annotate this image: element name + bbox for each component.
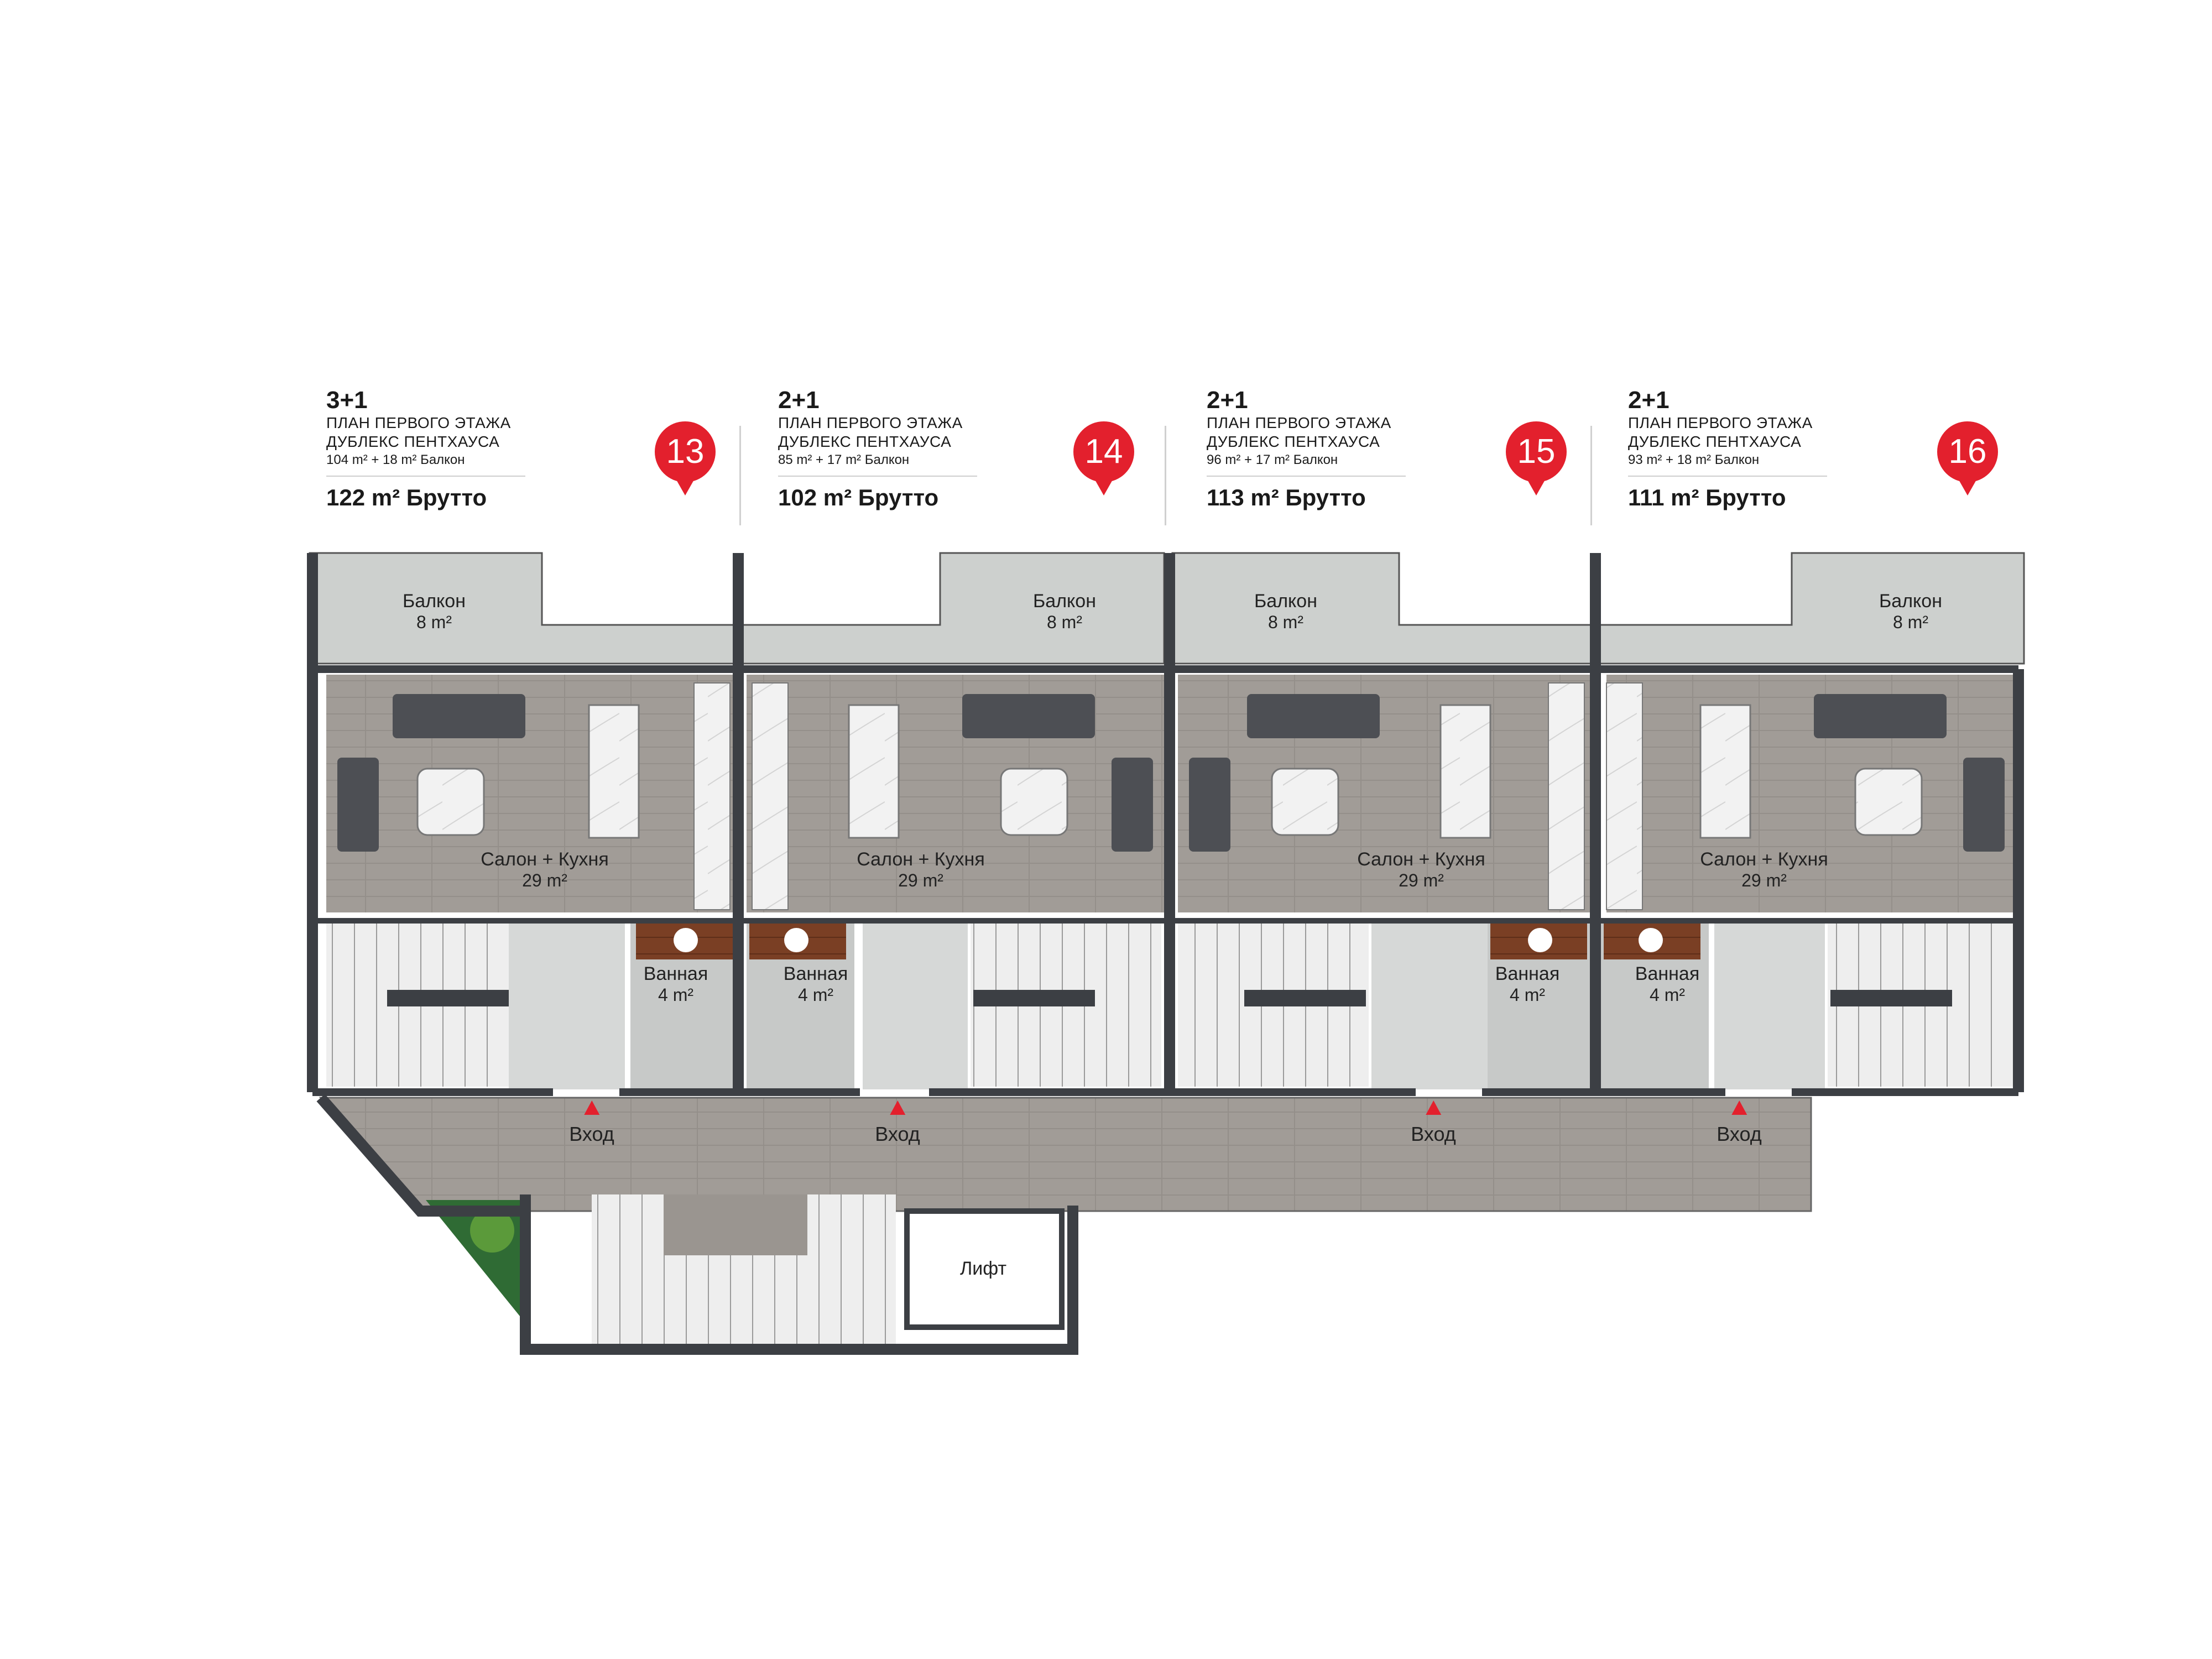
unit-13-header: 3+1 ПЛАН ПЕРВОГО ЭТАЖА ДУБЛЕКС ПЕНТХАУСА…	[326, 387, 713, 511]
entry-16[interactable]: Вход	[1717, 1100, 1762, 1146]
staircases	[326, 921, 2013, 1087]
plan-subtitle: ДУБЛЕКС ПЕНТХАУСА	[778, 433, 952, 450]
header-separator	[1165, 426, 1166, 525]
unit-gross: 102 m² Брутто	[778, 484, 939, 510]
unit-15-header: 2+1 ПЛАН ПЕРВОГО ЭТАЖА ДУБЛЕКС ПЕНТХАУСА…	[1207, 387, 1594, 511]
entry-13[interactable]: Вход	[569, 1100, 614, 1146]
unit-type: 2+1	[778, 387, 820, 414]
living-floors	[326, 675, 2016, 912]
plan-subtitle: ДУБЛЕКС ПЕНТХАУСА	[1628, 433, 1802, 450]
unit-type: 2+1	[1207, 387, 1248, 414]
balcony-15	[1171, 552, 1594, 665]
entry-15[interactable]: Вход	[1411, 1100, 1456, 1146]
lift-shaft	[904, 1208, 1065, 1330]
salon-floor-16	[1606, 675, 2016, 912]
plan-title: ПЛАН ПЕРВОГО ЭТАЖА	[1207, 414, 1391, 431]
balcony-14	[740, 552, 1165, 665]
unit-number-pin-14[interactable]: 14	[1073, 421, 1134, 495]
unit-gross: 111 m² Брутто	[1628, 484, 1786, 510]
furniture	[337, 682, 2005, 910]
balconies	[309, 552, 2025, 665]
entry-arrow-icon	[1425, 1100, 1441, 1115]
entry-arrow-icon	[889, 1100, 905, 1115]
hall-16	[1714, 918, 1825, 1089]
unit-gross: 122 m² Брутто	[326, 484, 487, 510]
unit-area: 93 m² + 18 m² Балкон	[1628, 451, 1827, 477]
unit-number-pin-15[interactable]: 15	[1506, 421, 1567, 495]
unit-area: 104 m² + 18 m² Балкон	[326, 451, 525, 477]
lift-label: Лифт	[959, 1258, 1007, 1279]
balcony-16	[1597, 552, 2025, 665]
entry-14[interactable]: Вход	[875, 1100, 920, 1146]
plan-subtitle: ДУБЛЕКС ПЕНТХАУСА	[1207, 433, 1380, 450]
unit-type: 2+1	[1628, 387, 1670, 414]
unit-14-header: 2+1 ПЛАН ПЕРВОГО ЭТАЖА ДУБЛЕКС ПЕНТХАУСА…	[778, 387, 1165, 511]
unit-gross: 113 m² Брутто	[1207, 484, 1366, 510]
header-separator	[1590, 426, 1592, 525]
unit-16-header: 2+1 ПЛАН ПЕРВОГО ЭТАЖА ДУБЛЕКС ПЕНТХАУСА…	[1628, 387, 2015, 511]
entry-arrow-icon	[1731, 1100, 1747, 1115]
hall-13	[509, 918, 625, 1089]
hall-15	[1371, 918, 1488, 1089]
plan-title: ПЛАН ПЕРВОГО ЭТАЖА	[1628, 414, 1813, 431]
header-separator	[739, 426, 741, 525]
plan-title: ПЛАН ПЕРВОГО ЭТАЖА	[326, 414, 511, 431]
plan-subtitle: ДУБЛЕКС ПЕНТХАУСА	[326, 433, 500, 450]
plan-title: ПЛАН ПЕРВОГО ЭТАЖА	[778, 414, 963, 431]
unit-area: 96 m² + 17 m² Балкон	[1207, 451, 1406, 477]
unit-number-pin-16[interactable]: 16	[1937, 421, 1998, 495]
corridor	[319, 1097, 1812, 1212]
unit-area: 85 m² + 17 m² Балкон	[778, 451, 977, 477]
unit-number-pin-13[interactable]: 13	[655, 421, 716, 495]
vanities	[636, 921, 1700, 959]
balcony-13	[309, 552, 737, 665]
walls	[307, 553, 2024, 1355]
hall-14	[863, 918, 968, 1089]
unit-type: 3+1	[326, 387, 368, 414]
lower-core	[426, 1194, 1065, 1344]
entry-arrow-icon	[583, 1100, 599, 1115]
